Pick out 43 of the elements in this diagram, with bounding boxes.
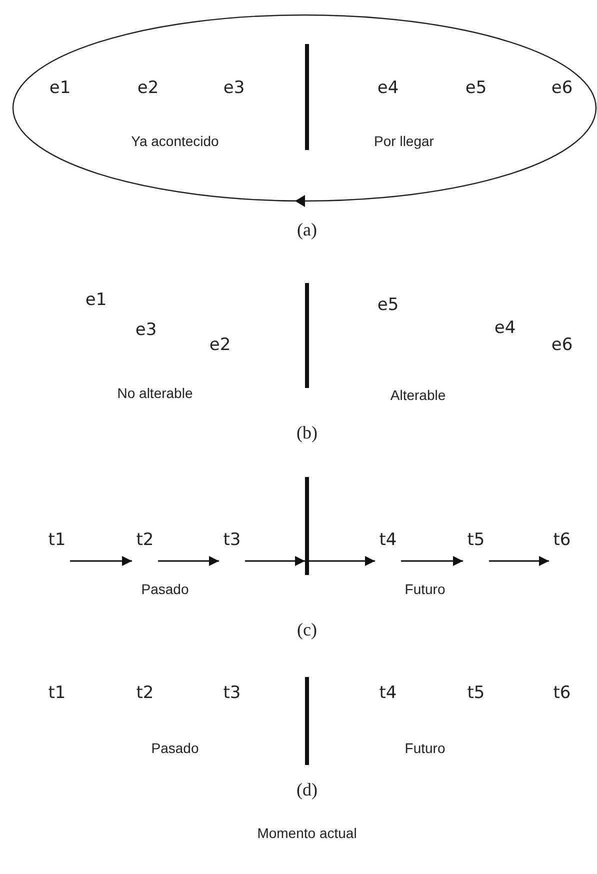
event-label: e6 — [551, 78, 573, 98]
region-label: Futuro — [404, 581, 446, 597]
arrow — [70, 556, 132, 566]
arrow — [245, 556, 305, 566]
event-label: e3 — [223, 78, 245, 98]
time-label: t1 — [48, 683, 66, 703]
arrow — [309, 556, 375, 566]
region-label: Por llegar — [374, 133, 434, 149]
region-label: Pasado — [141, 581, 189, 597]
time-label: t6 — [553, 530, 571, 550]
time-label: t1 — [48, 530, 66, 550]
event-label: e6 — [551, 335, 573, 355]
event-label: e4 — [494, 318, 516, 338]
event-label: e5 — [465, 78, 487, 98]
region-label: Alterable — [390, 387, 446, 403]
time-label: t5 — [467, 683, 485, 703]
arrow — [158, 556, 219, 566]
time-label: t3 — [223, 683, 241, 703]
caption: Momento actual — [257, 825, 357, 841]
event-label: e1 — [85, 290, 107, 310]
region-label: Pasado — [151, 740, 199, 756]
arrow — [489, 556, 549, 566]
time-label: t4 — [379, 530, 397, 550]
panel-label: (a) — [297, 220, 317, 240]
time-label: t2 — [136, 683, 154, 703]
panel-label: (b) — [296, 422, 318, 444]
event-label: e4 — [377, 78, 399, 98]
time-label: t6 — [553, 683, 571, 703]
panel-label: (d) — [296, 780, 318, 800]
event-label: e2 — [209, 335, 231, 355]
region-label: Futuro — [404, 740, 446, 756]
region-label: No alterable — [117, 385, 193, 401]
event-label: e1 — [49, 78, 71, 98]
time-label: t5 — [467, 530, 485, 550]
event-label: e3 — [135, 320, 157, 340]
time-label: t2 — [136, 530, 154, 550]
time-label: t3 — [223, 530, 241, 550]
event-label: e2 — [137, 78, 159, 98]
panel-label: (c) — [297, 620, 317, 640]
time-label: t4 — [379, 683, 397, 703]
arrow — [401, 556, 463, 566]
event-label: e5 — [377, 295, 399, 315]
region-label: Ya acontecido — [131, 133, 219, 149]
